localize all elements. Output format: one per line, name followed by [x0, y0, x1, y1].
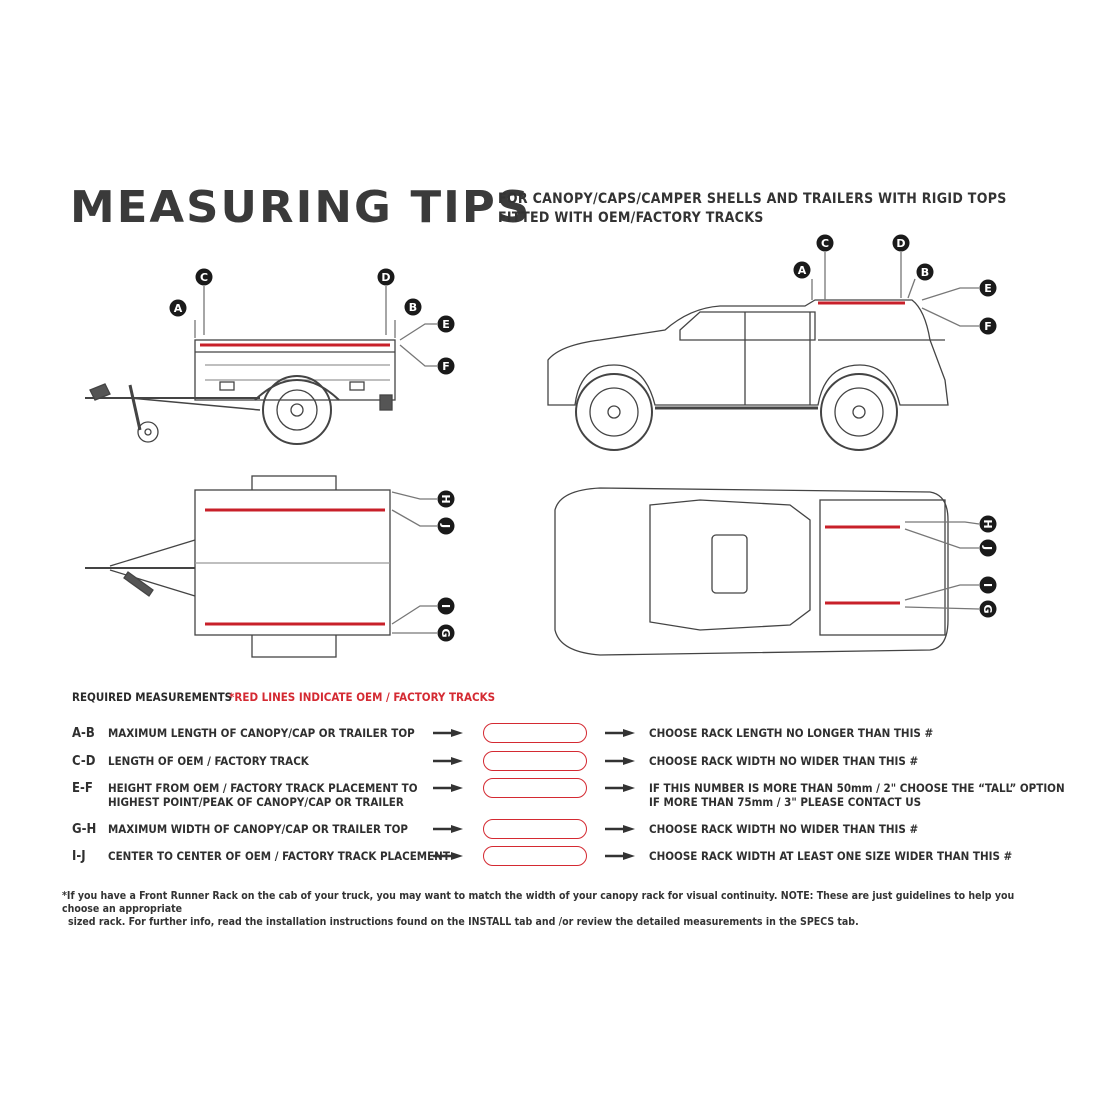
callout-trailer-side-d: D [377, 268, 395, 286]
callout-truck-side-c: C [816, 234, 834, 252]
callout-trailer-side-b: B [404, 298, 422, 316]
description-line: MAXIMUM WIDTH OF CANOPY/CAP OR TRAILER T… [108, 822, 408, 836]
callout-trailer-side-a: A [169, 299, 187, 317]
measurement-code: A-B [72, 726, 95, 741]
red-lines-note: *RED LINES INDICATE OEM / FACTORY TRACKS [229, 690, 496, 704]
measurement-input[interactable] [483, 819, 587, 839]
measurement-code: G-H [72, 822, 97, 837]
truck-side-view [547, 252, 979, 451]
description-line: HIGHEST POINT/PEAK OF CANOPY/CAP OR TRAI… [108, 795, 404, 809]
callout-trailer-top-j: J [437, 517, 455, 535]
svg-text:F: F [984, 320, 992, 333]
description-line: MAXIMUM LENGTH OF CANOPY/CAP OR TRAILER … [108, 726, 415, 740]
svg-text:D: D [381, 271, 390, 284]
arrow-right-icon [433, 852, 463, 860]
measurement-description: CENTER TO CENTER OF OEM / FACTORY TRACK … [108, 849, 450, 863]
callout-trailer-top-i: I [437, 597, 455, 615]
measurement-code: C-D [72, 754, 96, 769]
arrow-right-icon [433, 729, 463, 737]
svg-text:E: E [984, 282, 992, 295]
svg-text:A: A [174, 302, 183, 315]
guidance-line: IF MORE THAN 75mm / 3" PLEASE CONTACT US [649, 795, 922, 809]
footnote-line-2: sized rack. For further info, read the i… [68, 916, 859, 928]
callout-trailer-side-e: E [437, 315, 455, 333]
arrow-right-icon [605, 757, 635, 765]
svg-text:B: B [921, 266, 929, 279]
callout-trailer-top-g: G [437, 624, 455, 642]
measurement-input[interactable] [483, 846, 587, 866]
callout-trailer-side-c: C [195, 268, 213, 286]
description-line: HEIGHT FROM OEM / FACTORY TRACK PLACEMEN… [108, 781, 418, 795]
measurement-code: I-J [72, 849, 86, 864]
footnote-line-1: *If you have a Front Runner Rack on the … [62, 890, 1015, 915]
arrow-right-icon [433, 784, 463, 792]
svg-text:C: C [821, 237, 829, 250]
svg-text:H: H [981, 519, 994, 528]
measurement-input[interactable] [483, 751, 587, 771]
arrow-right-icon [605, 852, 635, 860]
arrow-right-icon [605, 825, 635, 833]
measurement-description: LENGTH OF OEM / FACTORY TRACK [108, 754, 309, 768]
svg-text:C: C [200, 271, 208, 284]
measurement-description: MAXIMUM WIDTH OF CANOPY/CAP OR TRAILER T… [108, 822, 408, 836]
callout-trailer-top-h: H [437, 490, 455, 508]
page-title: MEASURING TIPS [70, 182, 532, 233]
callout-truck-top-h: H [979, 515, 997, 533]
svg-text:I: I [981, 583, 994, 587]
measurement-guidance: IF THIS NUMBER IS MORE THAN 50mm / 2" CH… [649, 781, 1065, 809]
vehicle-diagrams: A C D B E F A C D B E F H J I G H J I G [85, 234, 997, 658]
svg-text:D: D [896, 237, 905, 250]
svg-text:B: B [409, 301, 417, 314]
callout-truck-side-d: D [892, 234, 910, 252]
svg-text:A: A [798, 264, 807, 277]
subtitle-line-1: FOR CANOPY/CAPS/CAMPER SHELLS AND TRAILE… [498, 191, 1007, 207]
callout-truck-side-e: E [979, 279, 997, 297]
measurement-input[interactable] [483, 778, 587, 798]
arrow-right-icon [433, 757, 463, 765]
measurement-description: HEIGHT FROM OEM / FACTORY TRACK PLACEMEN… [108, 781, 418, 809]
callout-trailer-side-f: F [437, 357, 455, 375]
guidance-line: CHOOSE RACK WIDTH NO WIDER THAN THIS # [649, 754, 919, 768]
svg-text:I: I [439, 604, 452, 608]
svg-text:F: F [442, 360, 450, 373]
footnote: *If you have a Front Runner Rack on the … [62, 890, 1052, 929]
description-line: CENTER TO CENTER OF OEM / FACTORY TRACK … [108, 849, 450, 863]
guidance-line: IF THIS NUMBER IS MORE THAN 50mm / 2" CH… [649, 781, 1065, 795]
callout-truck-side-b: B [916, 263, 934, 281]
svg-text:J: J [439, 523, 452, 528]
guidance-line: CHOOSE RACK WIDTH AT LEAST ONE SIZE WIDE… [649, 849, 1013, 863]
description-line: LENGTH OF OEM / FACTORY TRACK [108, 754, 309, 768]
measurement-guidance: CHOOSE RACK WIDTH NO WIDER THAN THIS # [649, 822, 918, 836]
guidance-line: CHOOSE RACK LENGTH NO LONGER THAN THIS # [649, 726, 934, 740]
svg-text:G: G [981, 604, 994, 613]
svg-text:G: G [439, 628, 452, 637]
required-measurements-heading: REQUIRED MEASUREMENTS [72, 690, 233, 704]
measurement-guidance: CHOOSE RACK WIDTH AT LEAST ONE SIZE WIDE… [649, 849, 1012, 863]
trailer-side-view [85, 286, 437, 445]
svg-text:J: J [981, 545, 994, 550]
measurement-input[interactable] [483, 723, 587, 743]
measurement-description: MAXIMUM LENGTH OF CANOPY/CAP OR TRAILER … [108, 726, 415, 740]
callout-truck-side-a: A [793, 261, 811, 279]
arrow-right-icon [433, 825, 463, 833]
truck-top-view [554, 487, 980, 656]
trailer-top-view [85, 475, 437, 658]
guidance-line: CHOOSE RACK WIDTH NO WIDER THAN THIS # [649, 822, 919, 836]
subtitle-line-2: FITTED WITH OEM/FACTORY TRACKS [498, 210, 764, 226]
measurement-guidance: CHOOSE RACK WIDTH NO WIDER THAN THIS # [649, 754, 918, 768]
callout-truck-top-j: J [979, 539, 997, 557]
svg-text:H: H [439, 494, 452, 503]
svg-text:E: E [442, 318, 450, 331]
callout-truck-top-i: I [979, 576, 997, 594]
measurement-code: E-F [72, 781, 93, 796]
arrow-right-icon [605, 784, 635, 792]
arrow-right-icon [605, 729, 635, 737]
callout-truck-side-f: F [979, 317, 997, 335]
callout-truck-top-g: G [979, 600, 997, 618]
measurement-guidance: CHOOSE RACK LENGTH NO LONGER THAN THIS # [649, 726, 933, 740]
